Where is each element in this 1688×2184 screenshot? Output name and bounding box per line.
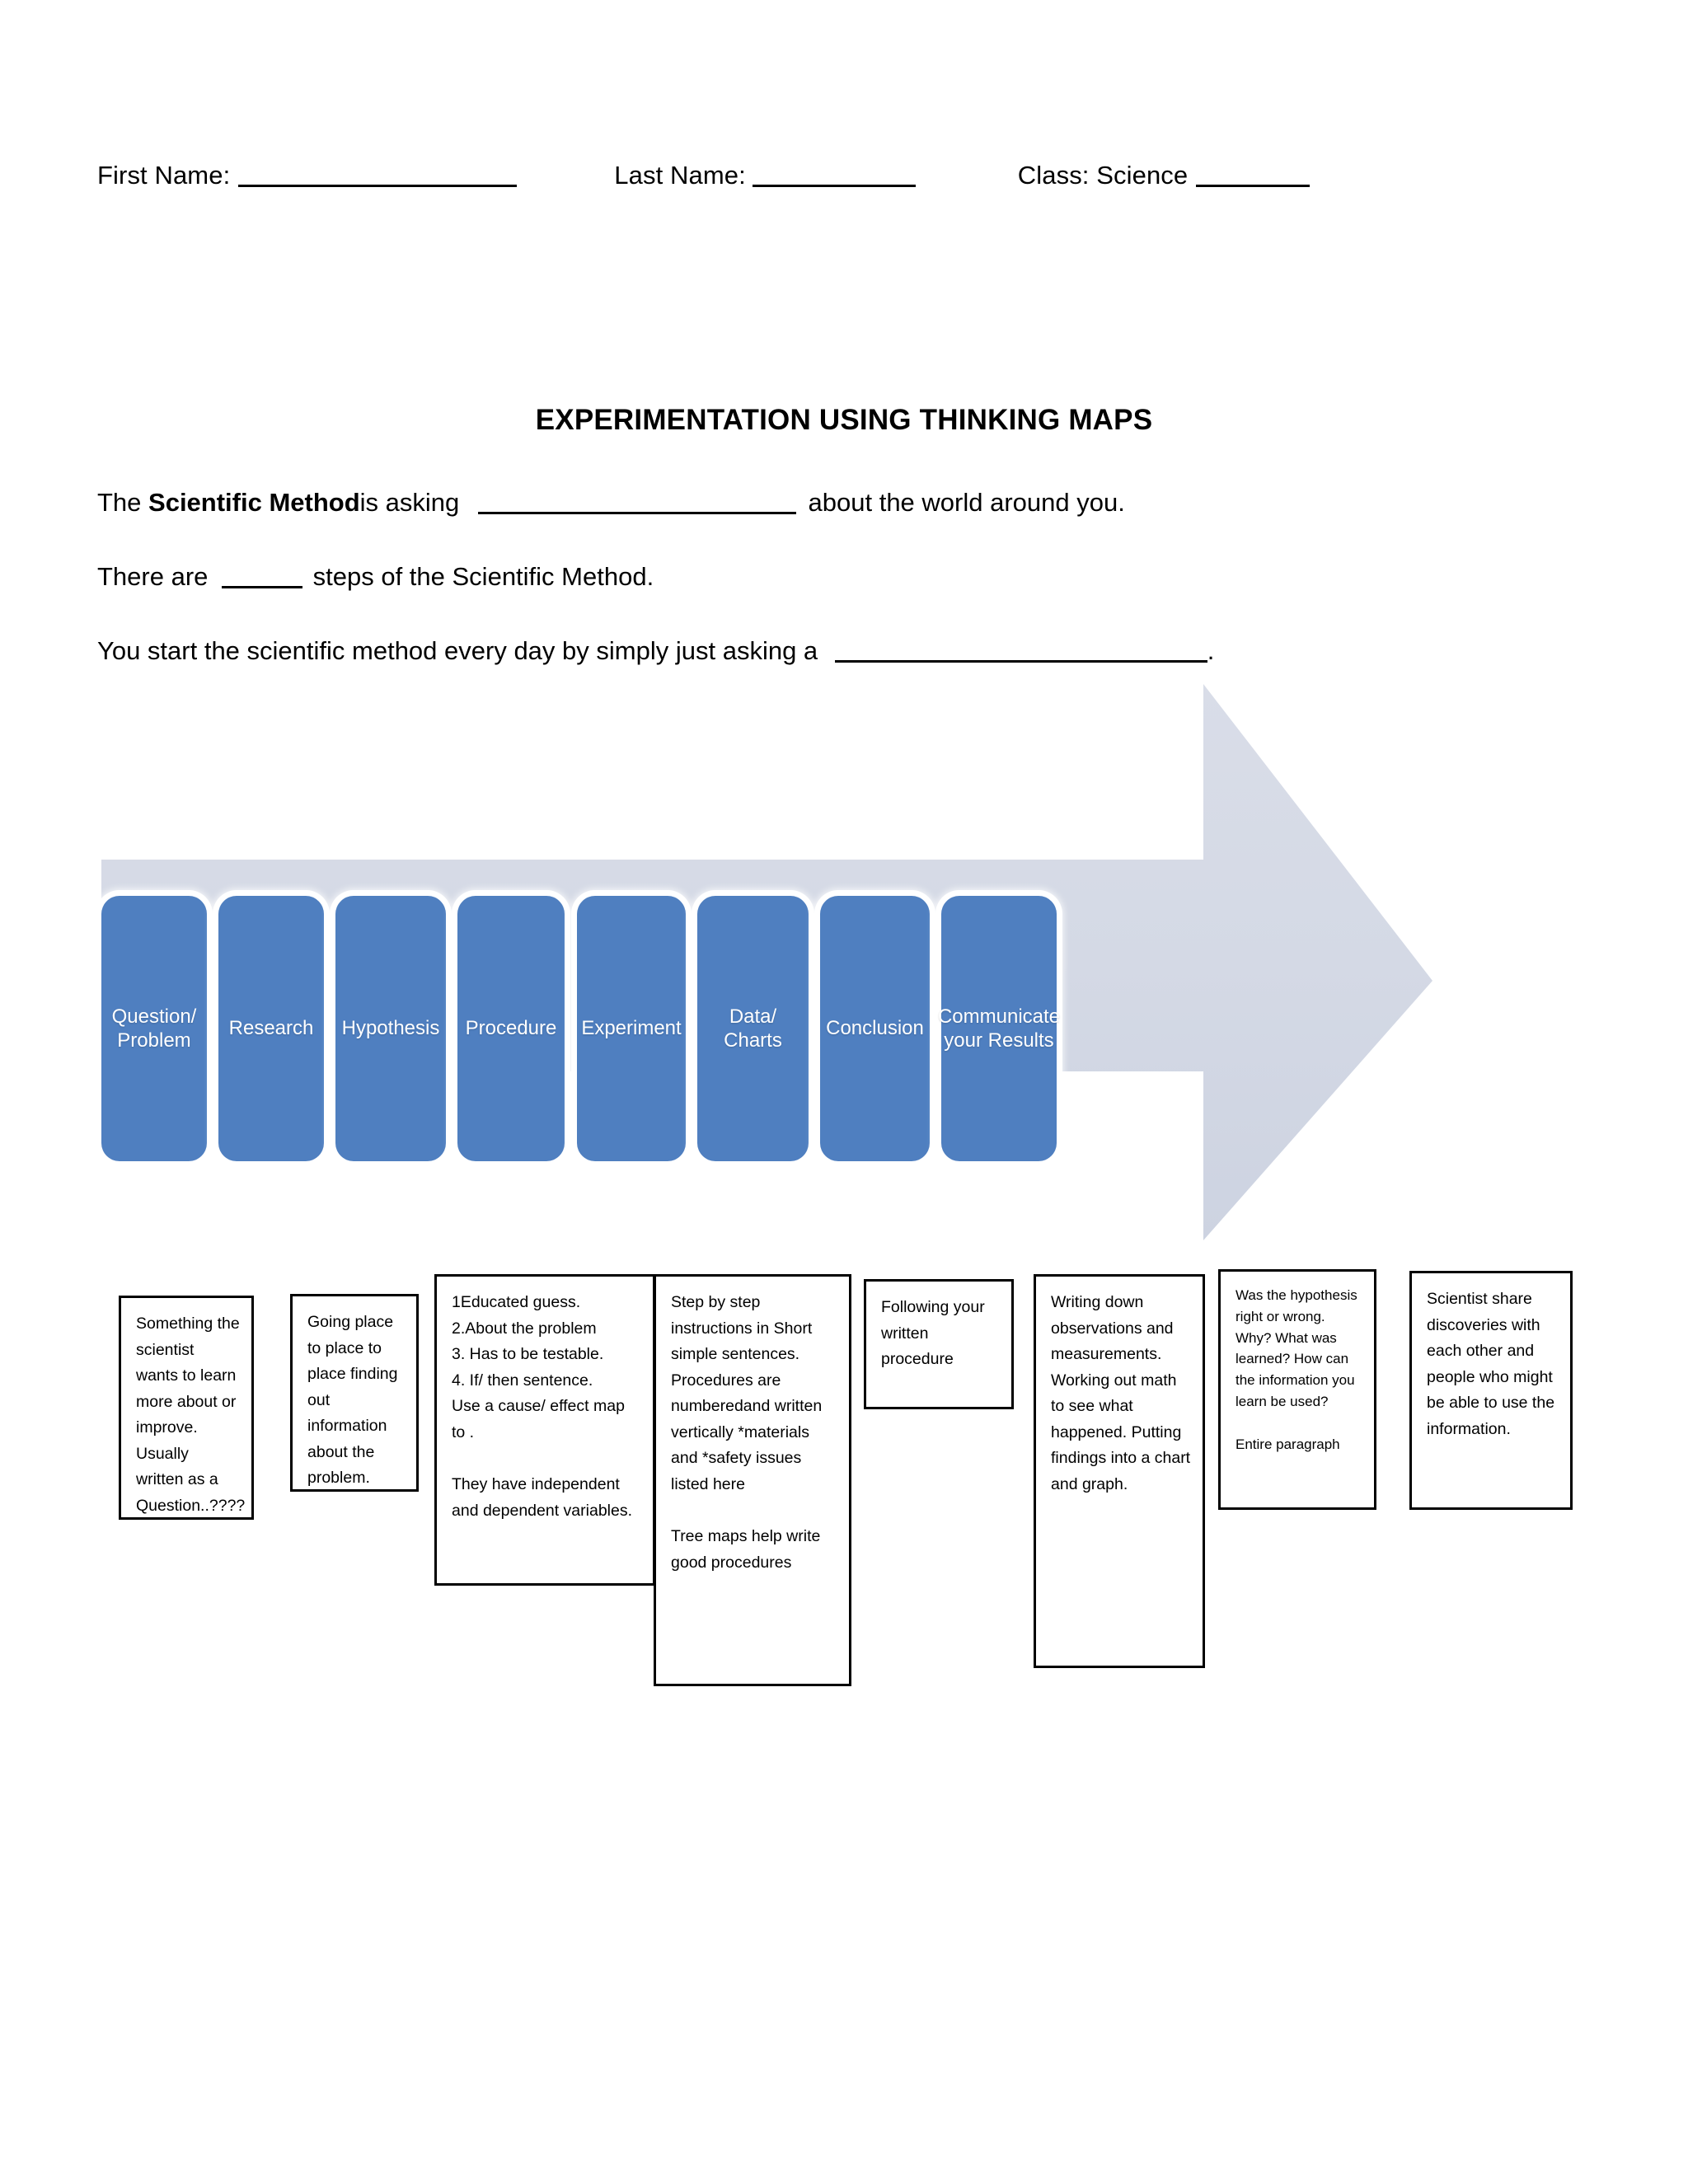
body-line-2: There are steps of the Scientific Method… (97, 562, 654, 592)
step-box-hypothesis[interactable]: Hypothesis (335, 896, 446, 1161)
description-box-research: Going place to place to place finding ou… (290, 1294, 419, 1492)
step-label: Research (228, 1017, 314, 1040)
student-info-line: First Name: Last Name: Class: Science (97, 161, 1311, 190)
step-box-conclusion[interactable]: Conclusion (820, 896, 930, 1161)
description-box-question-problem: Something the scientist wants to learn m… (119, 1296, 254, 1520)
step-box-research[interactable]: Research (218, 896, 324, 1161)
step-label: Communicate your Results (937, 1005, 1061, 1052)
page-title: EXPERIMENTATION USING THINKING MAPS (535, 404, 1153, 436)
step-label: Data/ Charts (724, 1005, 782, 1052)
step-box-communicate-results[interactable]: Communicate your Results (938, 896, 1060, 1161)
body-line-1: The Scientific Methodis asking about the… (97, 488, 1125, 518)
class-blank[interactable] (1196, 185, 1311, 187)
body-line-3: You start the scientific method every da… (97, 636, 1214, 666)
last-name-label: Last Name: (614, 161, 746, 190)
step-label: Hypothesis (341, 1017, 440, 1040)
line1-bold-term: Scientific Method (148, 488, 360, 517)
step-label: Question/ Problem (111, 1005, 197, 1052)
steps-count-blank[interactable] (222, 586, 303, 588)
description-box-experiment: Following your written procedure (864, 1279, 1014, 1409)
line1-text-c: about the world around you. (800, 488, 1125, 517)
class-label: Class: Science (1017, 161, 1189, 190)
scientific-method-process-diagram: Question/ Problem Research Hypothesis Pr… (91, 672, 1459, 1249)
description-box-conclusion: Was the hypothesis right or wrong. Why? … (1218, 1269, 1376, 1510)
step-label: Experiment (581, 1017, 682, 1040)
step-box-data-charts[interactable]: Data/ Charts (697, 896, 809, 1161)
step-box-procedure[interactable]: Procedure (457, 896, 565, 1161)
line3-text-a: You start the scientific method every da… (97, 636, 825, 665)
line2-text-b: steps of the Scientific Method. (306, 562, 654, 591)
last-name-blank[interactable] (752, 185, 916, 187)
description-box-hypothesis: 1Educated guess. 2.About the problem 3. … (434, 1274, 655, 1586)
question-blank[interactable] (477, 512, 796, 514)
description-box-communicate-results: Scientist share discoveries with each ot… (1409, 1271, 1573, 1510)
line3-text-b: . (1207, 636, 1215, 665)
step-box-question-problem[interactable]: Question/ Problem (101, 896, 207, 1161)
step-label: Conclusion (826, 1017, 924, 1040)
step-box-experiment[interactable]: Experiment (577, 896, 686, 1161)
description-box-data-charts: Writing down observations and measuremen… (1034, 1274, 1205, 1668)
process-step-list: Question/ Problem Research Hypothesis Pr… (91, 672, 1459, 1249)
first-name-blank[interactable] (238, 185, 518, 187)
line1-text-a: The (97, 488, 149, 517)
step-label: Procedure (465, 1017, 557, 1040)
description-box-procedure: Step by step instructions in Short simpl… (654, 1274, 851, 1686)
line2-text-a: There are (97, 562, 216, 591)
first-name-label: First Name: (97, 161, 231, 190)
line1-text-b: is asking (359, 488, 467, 517)
asking-blank[interactable] (834, 660, 1207, 663)
